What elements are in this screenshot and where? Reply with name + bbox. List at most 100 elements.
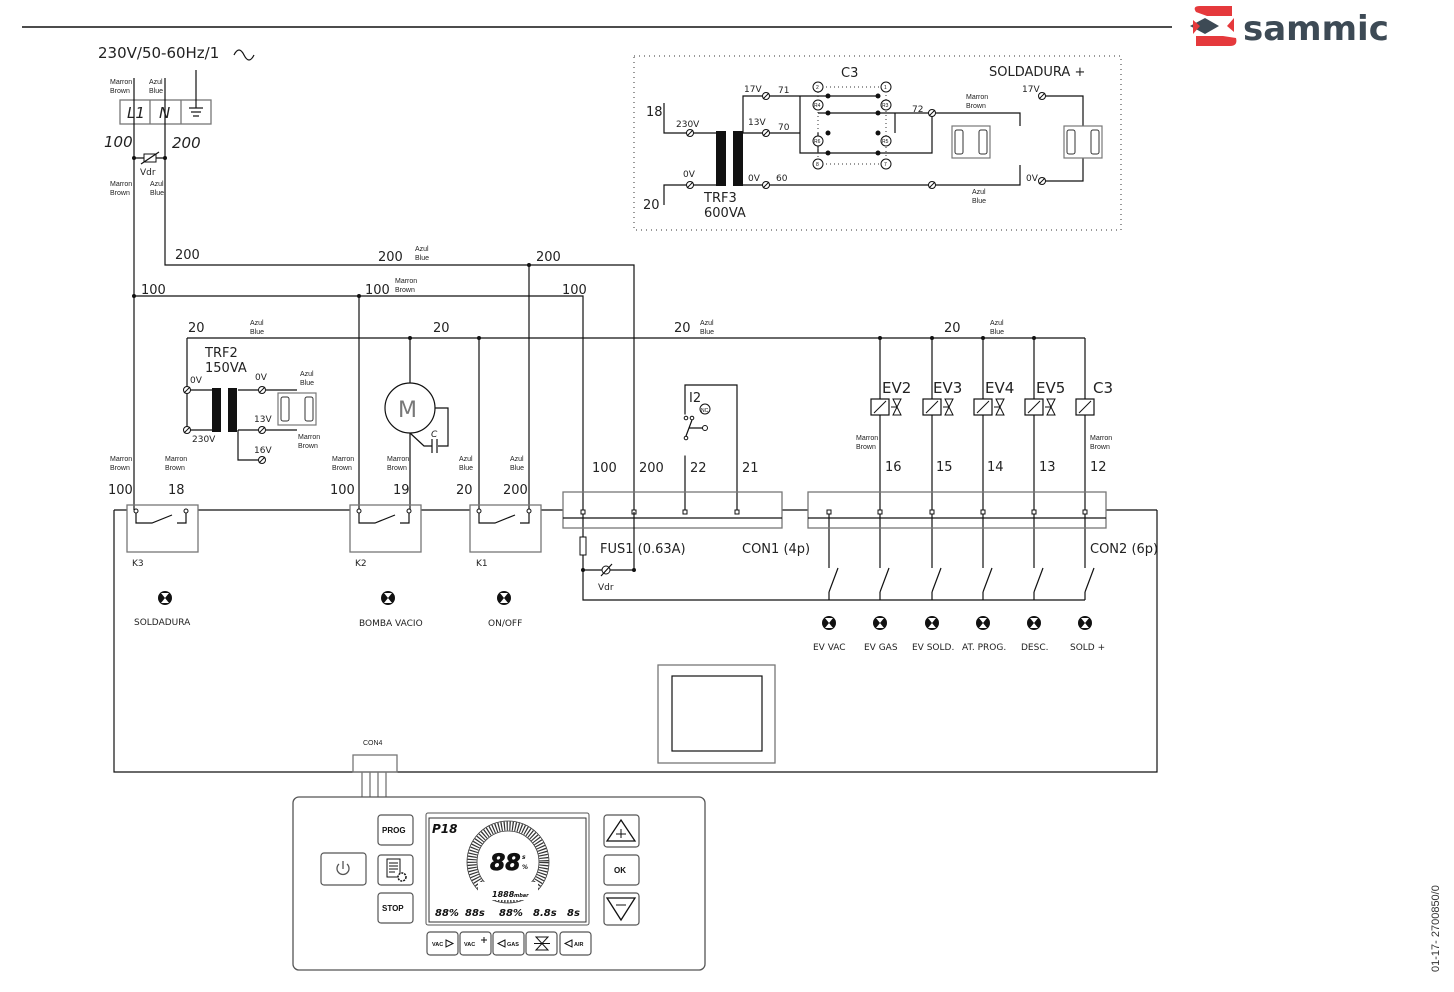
pin-label: 2 (816, 85, 819, 91)
wire-color-label: Azul (972, 189, 986, 196)
supply-label: 230V/50-60Hz/1 (98, 44, 219, 62)
wire-number: 12 (1090, 460, 1107, 475)
voltage-label: 17V (1022, 85, 1040, 95)
wire-color-label: Marron (395, 278, 417, 285)
lamp-label: DESC. (1021, 643, 1048, 653)
seal-icon (534, 936, 550, 951)
wire-number: 200 (175, 248, 200, 263)
wire-color-label: Azul (415, 246, 429, 253)
wire-number: 22 (690, 461, 707, 476)
valve-coil-ev5 (1024, 398, 1044, 416)
ok-button[interactable]: OK (603, 854, 640, 886)
voltage-label: 0V (683, 170, 696, 180)
display-module (657, 664, 776, 764)
earth-icon (189, 70, 203, 117)
wire-number: 100 (104, 133, 133, 151)
wire-color-label: Blue (150, 190, 164, 197)
voltage-label: 230V (676, 120, 700, 130)
lcd-value: 88% (435, 908, 459, 919)
air-button[interactable]: AIR (559, 931, 592, 956)
pin-label: 8 (816, 162, 819, 168)
minus-button[interactable] (603, 892, 640, 926)
fuse-icon (579, 536, 587, 556)
wire-number: 21 (742, 461, 759, 476)
wire-color-label: Blue (149, 88, 163, 95)
wire-number: 19 (393, 483, 410, 498)
power-button[interactable] (320, 852, 367, 886)
wire-number: 15 (936, 460, 953, 475)
wire-number: 100 (330, 483, 355, 498)
stop-button[interactable]: STOP (377, 892, 414, 924)
wire-color-label: Marron (110, 79, 132, 86)
trf3-detail-box (633, 55, 1122, 231)
wire-color-label: Marron (110, 181, 132, 188)
valve-label: C3 (1093, 379, 1113, 397)
con4-label: CON4 (363, 740, 383, 747)
wire-color-label: Blue (700, 329, 714, 336)
wire-color-label: Blue (972, 198, 986, 205)
lamp-icon (925, 616, 939, 630)
wire-color-label: Blue (300, 380, 314, 387)
vac-plus-button[interactable]: VAC (459, 931, 492, 956)
switch-i2-label: I2 (689, 391, 701, 406)
wire-number: 100 (141, 283, 166, 298)
vdr-label: Vdr (598, 583, 614, 593)
voltage-label: 17V (744, 85, 762, 95)
wire-number: 100 (592, 461, 617, 476)
wire-number: 200 (503, 483, 528, 498)
trf2-name: TRF2 (204, 346, 238, 361)
con4-cable (361, 772, 387, 797)
con1-label: CON1 (4p) (742, 542, 810, 557)
lcd-display (425, 812, 590, 926)
lamp-icon (1078, 616, 1092, 630)
connector-con2 (807, 491, 1107, 529)
lcd-value: 88% (499, 908, 523, 919)
logo-text: sammic (1243, 9, 1389, 49)
pin-label: R4 (814, 103, 821, 109)
settings-button[interactable] (377, 854, 414, 886)
wire-color-label: Marron (856, 435, 878, 442)
document-gear-icon (386, 858, 407, 882)
lamp-label: SOLD + (1070, 643, 1105, 653)
lamp-label: EV VAC (813, 643, 846, 653)
button-label: PROG (382, 826, 406, 835)
trf3-name: TRF3 (703, 191, 737, 206)
wire-number: 13 (1039, 460, 1056, 475)
voltage-label: 0V (255, 373, 268, 383)
terminal-l1: L1 (127, 104, 145, 122)
wire-number: 16 (885, 460, 902, 475)
con2-label: CON2 (6p) (1090, 542, 1158, 557)
gas-button[interactable]: GAS (492, 931, 525, 956)
vac-button[interactable]: VAC (426, 931, 459, 956)
relay-k3-label: K3 (132, 559, 144, 569)
relay-k1-label: K1 (476, 559, 488, 569)
lamp-label: EV SOLD. (912, 643, 954, 653)
lamp-icon (976, 616, 990, 630)
wire-number: 200 (172, 134, 201, 152)
wire-color-label: Azul (700, 320, 714, 327)
valve-icon (890, 398, 902, 416)
wire-number: 20 (433, 321, 450, 336)
button-label: STOP (382, 904, 404, 913)
vdr-varistor (132, 151, 167, 165)
voltage-label: 16V (254, 446, 272, 456)
wire-color-label: Brown (110, 190, 130, 197)
valve-label: EV4 (985, 379, 1014, 397)
wire-color-label: Marron (966, 94, 988, 101)
valve-coil-ev4 (973, 398, 993, 416)
lcd-value: 8s (567, 908, 580, 919)
ac-sine-icon (233, 49, 255, 61)
wire-number: 14 (987, 460, 1004, 475)
vdr-label: Vdr (140, 168, 156, 178)
prog-button[interactable]: PROG (377, 814, 414, 846)
wire-number: 71 (778, 86, 789, 96)
pin-label: R6 (814, 139, 821, 145)
button-label: VAC (432, 942, 443, 948)
relay-k2 (349, 504, 422, 553)
lamp-icon (158, 591, 172, 605)
sammic-logo: sammic (1190, 6, 1389, 49)
seal-button[interactable] (525, 931, 558, 956)
voltage-label: 230V (192, 435, 216, 445)
plus-button[interactable] (603, 814, 640, 848)
wire-color-label: Marron (110, 456, 132, 463)
